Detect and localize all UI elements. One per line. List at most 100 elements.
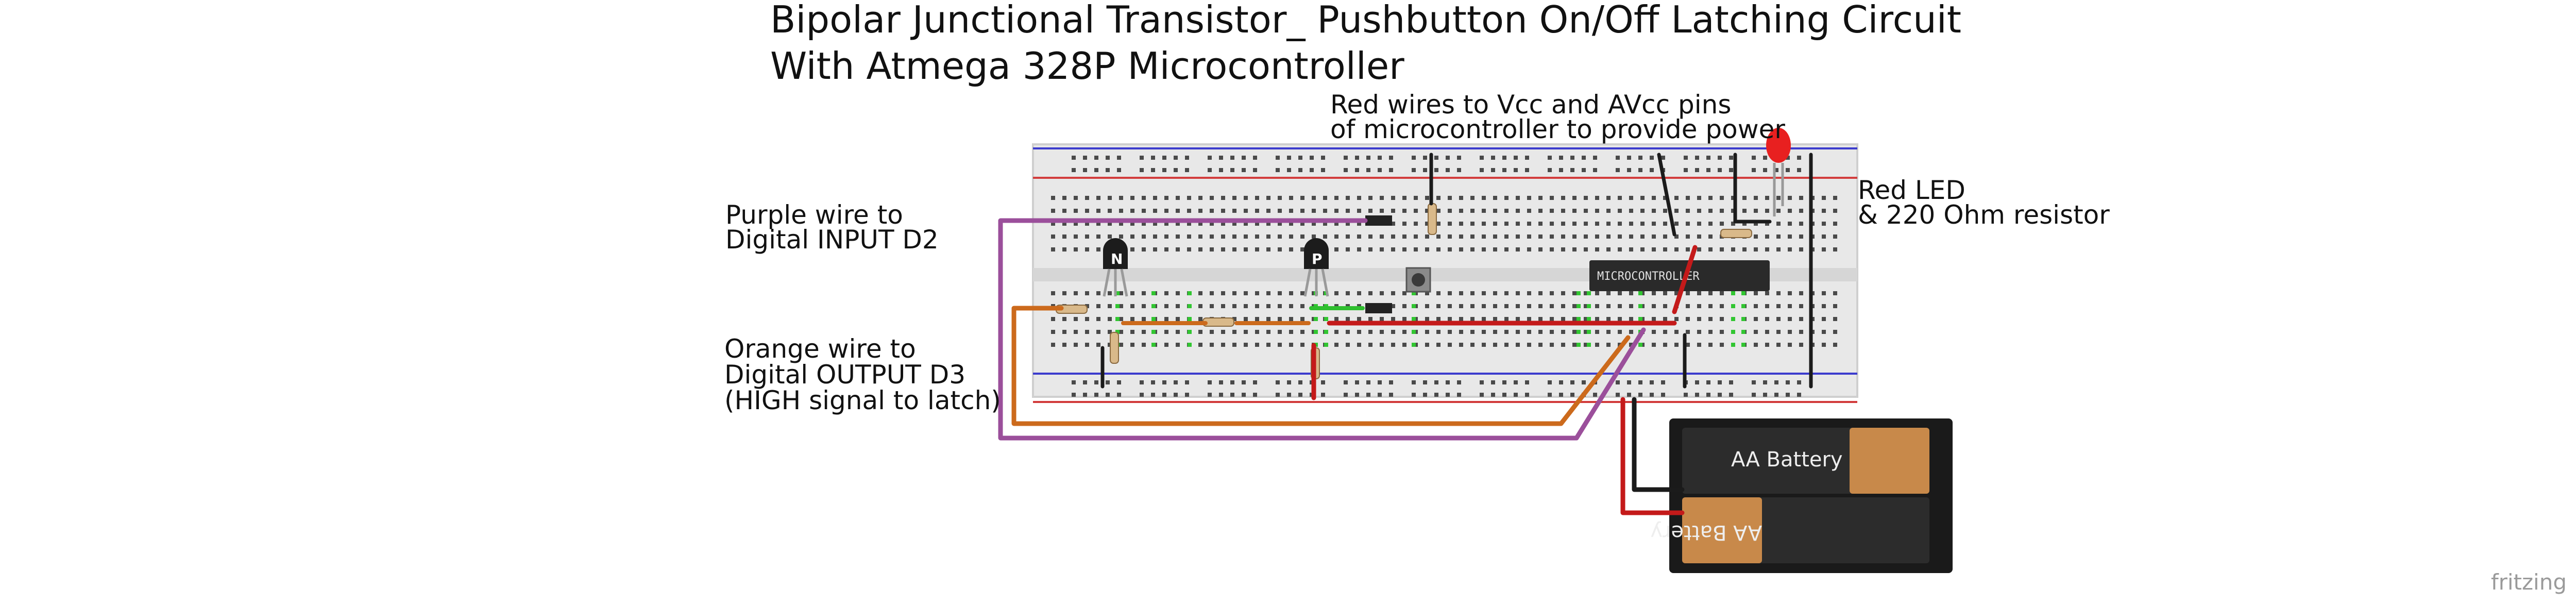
breadboard-hole (1731, 247, 1735, 251)
breadboard-hole (1368, 343, 1372, 347)
breadboard-hole (1176, 234, 1180, 239)
breadboard-hole (1754, 196, 1758, 200)
breadboard-hole (1380, 234, 1384, 239)
breadboard-hole (1436, 222, 1440, 226)
breadboard-hole (1232, 196, 1236, 200)
breadboard-hole (1776, 196, 1781, 200)
breadboard-hole (1627, 156, 1631, 160)
breadboard-hole (1391, 330, 1395, 334)
breadboard-hole (1788, 317, 1792, 321)
breadboard-hole (1425, 330, 1429, 334)
breadboard-hole (1493, 330, 1497, 334)
breadboard-hole (1210, 330, 1214, 334)
breadboard-hole (1482, 234, 1486, 239)
breadboard-hole (1334, 209, 1338, 213)
breadboard-hole (1776, 234, 1781, 239)
breadboard-hole (1434, 168, 1438, 172)
breadboard-hole (1504, 343, 1509, 347)
connected-hole (1115, 317, 1120, 321)
breadboard-hole (1232, 343, 1236, 347)
breadboard-hole (1742, 196, 1747, 200)
breadboard-hole (1108, 222, 1112, 226)
breadboard-hole (1822, 304, 1826, 308)
breadboard-hole (1253, 168, 1257, 172)
breadboard-hole (1663, 330, 1667, 334)
pnp-transistor-legs (1303, 269, 1329, 297)
breadboard-hole (1276, 393, 1280, 397)
breadboard-hole (1661, 156, 1665, 160)
breadboard-hole (1765, 343, 1769, 347)
breadboard-hole (1300, 247, 1304, 251)
breadboard-hole (1142, 304, 1146, 308)
breadboard-hole (1516, 222, 1520, 226)
breadboard-hole (1493, 343, 1497, 347)
breadboard-hole (1776, 304, 1781, 308)
breadboard-hole (1412, 380, 1416, 384)
breadboard-hole (1436, 317, 1440, 321)
breadboard-hole (1582, 156, 1586, 160)
breadboard-hole (1663, 234, 1667, 239)
breadboard-hole (1482, 209, 1486, 213)
breadboard-hole (1493, 291, 1497, 295)
breadboard-hole (1606, 209, 1611, 213)
breadboard-hole (1391, 343, 1395, 347)
breadboard-hole (1142, 222, 1146, 226)
purple-wire-label-1: Purple wire to (725, 200, 903, 230)
breadboard-hole (1663, 304, 1667, 308)
breadboard-hole (1051, 234, 1055, 239)
breadboard-hole (1425, 234, 1429, 239)
breadboard-hole (1436, 196, 1440, 200)
breadboard-hole (1527, 291, 1531, 295)
breadboard-hole (1797, 168, 1801, 172)
breadboard-hole (1752, 168, 1756, 172)
breadboard-hole (1266, 330, 1270, 334)
breadboard-hole (1618, 291, 1622, 295)
breadboard-hole (1629, 247, 1633, 251)
breadboard-hole (1448, 291, 1452, 295)
breadboard-hole (1742, 209, 1747, 213)
breadboard-hole (1448, 304, 1452, 308)
breadboard-hole (1096, 222, 1100, 226)
breadboard-hole (1051, 209, 1055, 213)
breadboard-hole (1300, 234, 1304, 239)
breadboard-hole (1629, 222, 1633, 226)
breadboard-hole (1412, 393, 1416, 397)
breadboard-hole (1493, 196, 1497, 200)
breadboard-hole (1051, 247, 1055, 251)
breadboard-hole (1378, 380, 1382, 384)
breadboard-hole (1482, 247, 1486, 251)
orange-wire-label-3: (HIGH signal to latch) (724, 385, 1001, 415)
breadboard-hole (1697, 343, 1701, 347)
connected-hole (1412, 291, 1416, 295)
breadboard-hole (1242, 393, 1246, 397)
breadboard-hole (1561, 209, 1565, 213)
title-line-1: Bipolar Junctional Transistor_ Pushbutto… (770, 0, 1962, 41)
breadboard-hole (1425, 247, 1429, 251)
connected-hole (1638, 317, 1642, 321)
breadboard-hole (1210, 234, 1214, 239)
breadboard-hole (1482, 222, 1486, 226)
resistor-4 (1110, 332, 1119, 364)
breadboard-hole (1094, 156, 1098, 160)
breadboard-hole (1686, 222, 1690, 226)
breadboard-hole (1491, 168, 1495, 172)
breadboard-hole (1822, 291, 1826, 295)
breadboard-hole (1085, 234, 1089, 239)
breadboard-hole (1718, 168, 1722, 172)
breadboard-hole (1459, 222, 1463, 226)
breadboard-hole (1731, 209, 1735, 213)
breadboard-hole (1094, 168, 1098, 172)
breadboard-hole (1833, 304, 1837, 308)
breadboard-hole (1663, 222, 1667, 226)
breadboard-hole (1164, 291, 1168, 295)
breadboard-hole (1298, 156, 1302, 160)
breadboard-hole (1663, 196, 1667, 200)
breadboard-hole (1310, 168, 1314, 172)
breadboard-hole (1106, 168, 1110, 172)
breadboard-hole (1164, 247, 1168, 251)
breadboard-hole (1697, 209, 1701, 213)
breadboard-hole (1355, 168, 1359, 172)
breadboard-hole (1119, 330, 1123, 334)
purple-wire-label-2: Digital INPUT D2 (725, 225, 939, 255)
breadboard-hole (1582, 380, 1586, 384)
